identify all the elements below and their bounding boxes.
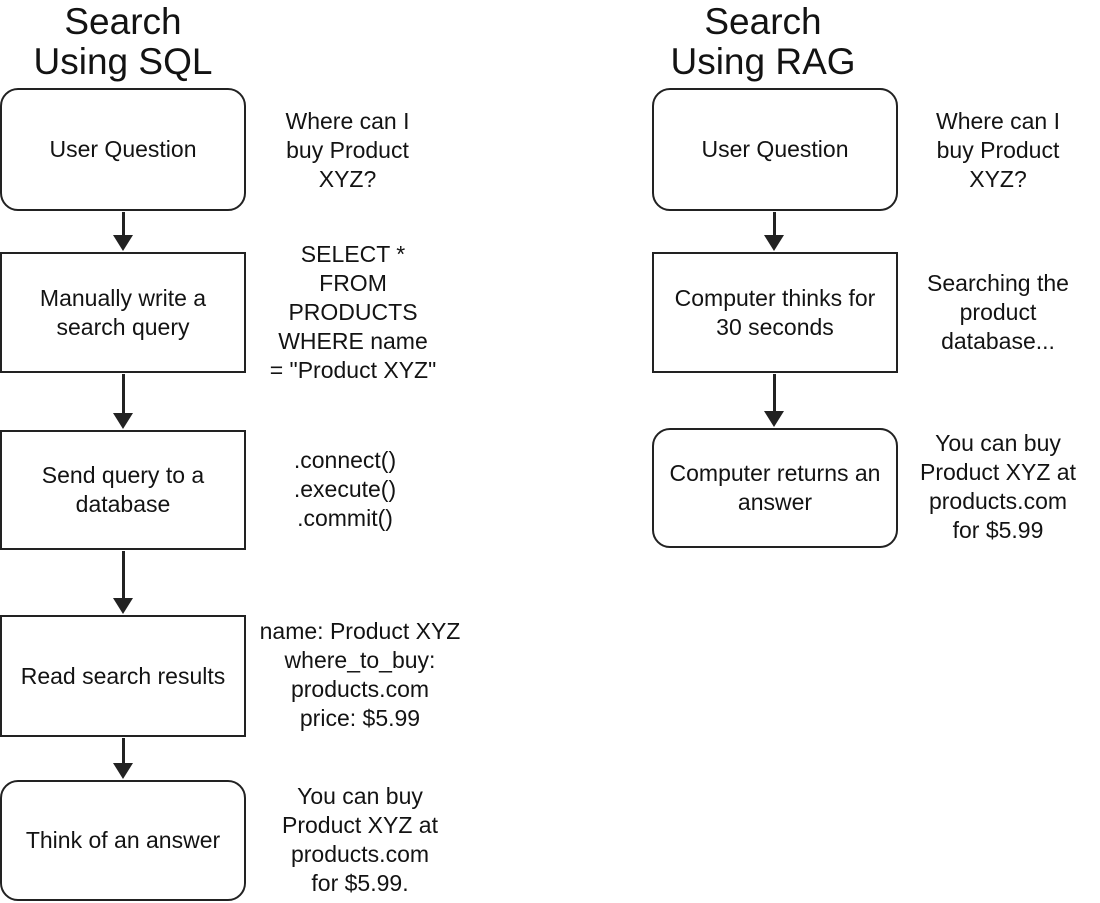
sql-arrow-down-1 [113, 212, 133, 251]
sql-box-read-results-label: Read search results [20, 662, 226, 689]
sql-arrow-down-4 [113, 738, 133, 779]
sql-annotation-final-answer: You can buy Product XYZ at products.com … [282, 783, 438, 896]
sql-annotation-search-results: name: Product XYZ where_to_buy: products… [259, 618, 461, 731]
sql-box-user-question: User Question [0, 88, 246, 211]
sql-box-think-answer: Think of an answer [0, 780, 246, 901]
sql-box-think-answer-label: Think of an answer [25, 827, 221, 853]
sql-annotation-sql-query: SELECT * FROM PRODUCTS WHERE name = "Pro… [269, 241, 437, 383]
rag-arrow-down-1 [764, 212, 784, 251]
sql-arrow-down-2 [113, 374, 133, 429]
sql-box-write-query-label: Manually write a search query [39, 284, 207, 340]
sql-arrow-down-3 [113, 551, 133, 614]
arrow-shaft [121, 374, 125, 416]
rag-box-computer-returns-label: Computer returns an answer [669, 460, 881, 515]
arrow-head-icon [113, 413, 133, 429]
sql-box-send-query-label: Send query to a database [41, 462, 205, 517]
arrow-head-icon [764, 235, 784, 251]
rag-annotation-final-answer: You can buy Product XYZ at products.com … [920, 430, 1076, 543]
sql-box-send-query: Send query to a database [0, 430, 246, 550]
rag-arrow-down-2 [764, 374, 784, 427]
rag-box-user-question-label: User Question [701, 136, 849, 162]
rag-box-computer-thinks: Computer thinks for 30 seconds [652, 252, 898, 373]
sql-annotation-example-question: Where can I buy Product XYZ? [285, 108, 410, 192]
sql-column-title: Search Using SQL [33, 1, 213, 82]
arrow-shaft [121, 212, 125, 238]
sql-box-write-query: Manually write a search query [0, 252, 246, 373]
arrow-shaft [121, 738, 125, 766]
rag-column-title: Search Using RAG [670, 1, 856, 82]
arrow-head-icon [113, 598, 133, 614]
arrow-head-icon [764, 411, 784, 427]
arrow-shaft [121, 551, 125, 601]
rag-box-computer-thinks-label: Computer thinks for 30 seconds [674, 284, 876, 340]
arrow-head-icon [113, 235, 133, 251]
arrow-head-icon [113, 763, 133, 779]
sql-annotation-db-calls: .connect() .execute() .commit() [293, 447, 397, 531]
rag-annotation-searching: Searching the product database... [927, 270, 1069, 354]
arrow-shaft [772, 374, 776, 414]
sql-box-user-question-label: User Question [49, 136, 197, 162]
rag-box-computer-returns: Computer returns an answer [652, 428, 898, 548]
rag-box-user-question: User Question [652, 88, 898, 211]
rag-annotation-example-question: Where can I buy Product XYZ? [936, 108, 1060, 192]
sql-box-read-results: Read search results [0, 615, 246, 737]
arrow-shaft [772, 212, 776, 238]
